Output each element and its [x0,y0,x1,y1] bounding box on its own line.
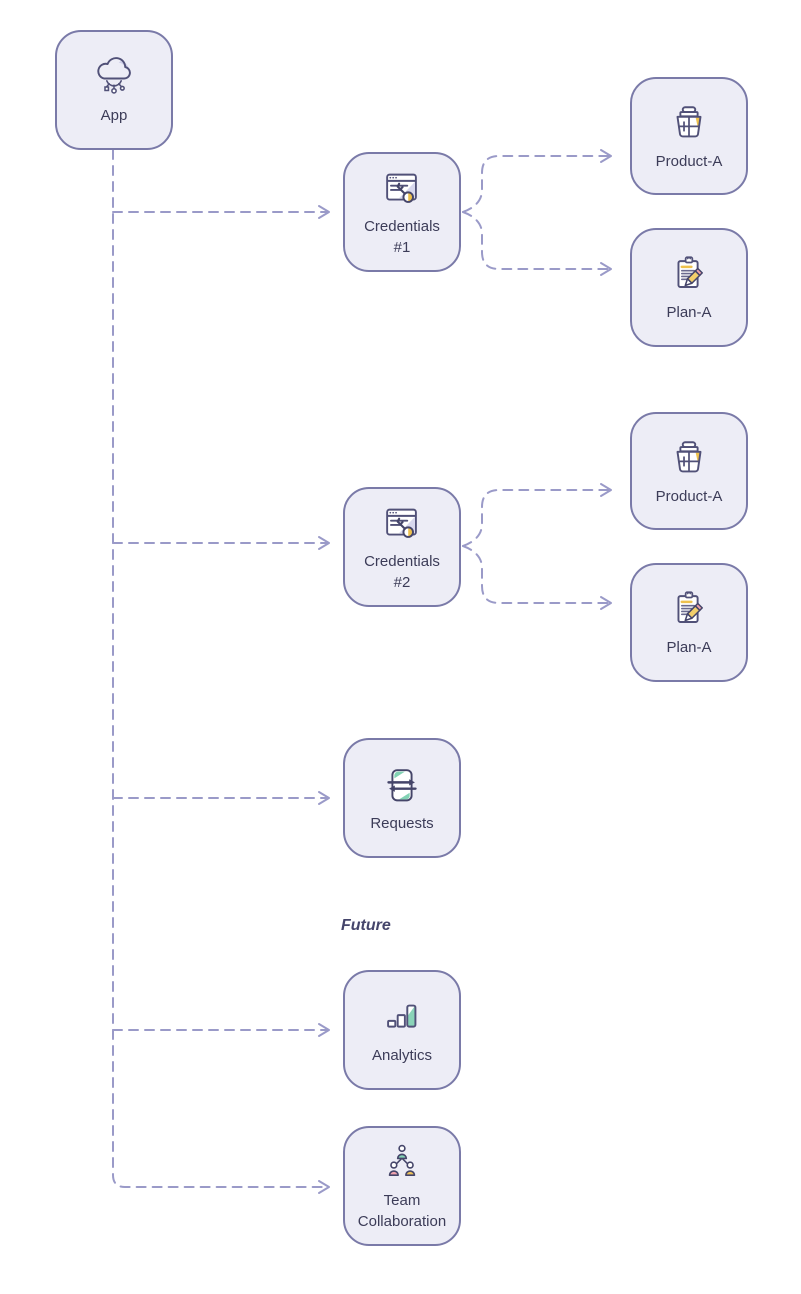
clipboard-pencil-icon [677,256,703,288]
product-basket-icon [676,440,702,472]
clipboard-pencil-icon [677,591,703,623]
node-label: Requests [370,814,434,832]
edge-credentials1-product [462,149,612,213]
bar-chart-icon [387,1004,417,1028]
node-label: Credentials #1 [364,218,440,256]
browser-key-icon [386,508,417,538]
node-label: Analytics [371,1046,433,1064]
node-product-a-1: Product-A [630,77,748,195]
edge-credentials1-plan [462,211,612,276]
node-label: Credentials #2 [364,553,440,591]
node-label: Team Collaboration [357,1192,447,1230]
sync-requests-icon [387,768,417,801]
node-label: App [100,106,128,124]
node-credentials-2: Credentials #2 [343,487,461,607]
node-requests: Requests [343,738,461,858]
node-analytics: Analytics [343,970,461,1090]
section-label-future: Future [341,917,391,934]
node-label: Plan-A [666,304,712,321]
browser-key-icon [386,173,417,203]
edge-app-team [112,149,330,1194]
edge-credentials2-plan [462,545,612,610]
node-plan-a-1: Plan-A [630,228,748,347]
edge-credentials2-product [462,483,612,547]
node-product-a-2: Product-A [630,412,748,530]
product-basket-icon [676,105,702,137]
node-team-collaboration: Team Collaboration [343,1126,461,1246]
node-app: App [55,30,173,150]
node-label: Product-A [655,487,723,505]
node-plan-a-2: Plan-A [630,563,748,682]
node-label: Plan-A [666,639,712,656]
cloud-circuit-icon [97,56,131,94]
team-people-icon [388,1144,416,1176]
node-credentials-1: Credentials #1 [343,152,461,272]
node-label: Product-A [655,152,723,170]
